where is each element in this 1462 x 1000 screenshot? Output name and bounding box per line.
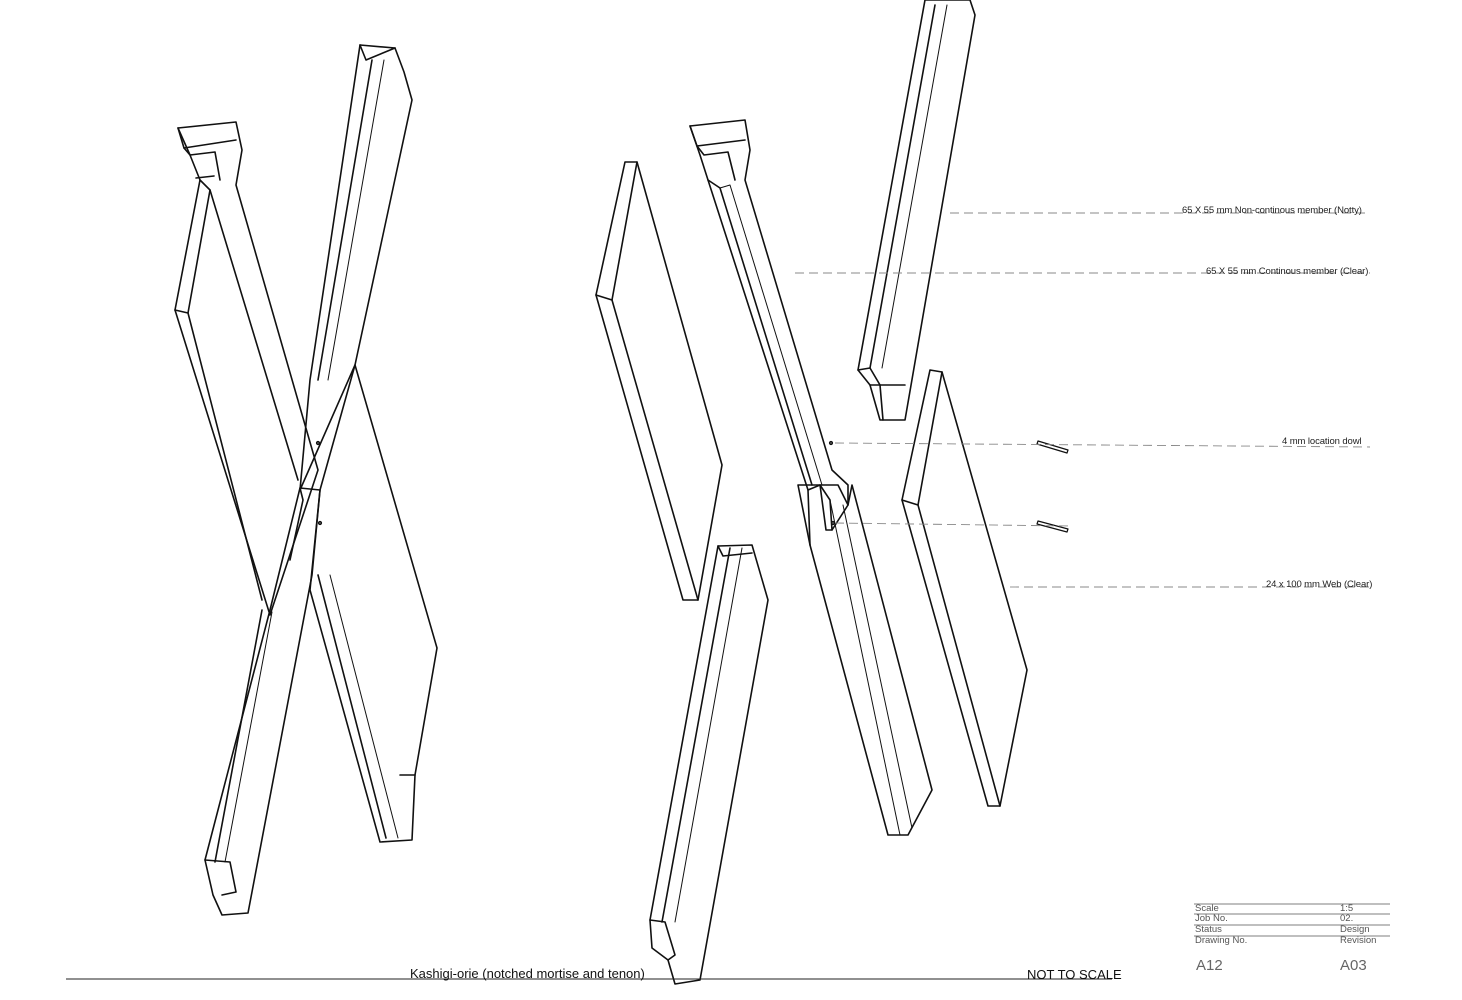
label-continuous-member: 65 X 55 mm Continous member (Clear) [1206,266,1369,277]
label-web: 24 x 100 mm Web (Clear) [1266,579,1373,590]
label-noncontinuous-member: 65 X 55 mm Non-continous member (Notty) [1182,205,1362,216]
assembled-front-member [174,121,319,616]
drawing-title: Kashigi-orie (notched mortise and tenon) [410,966,645,981]
exploded-continuous-lower [797,484,933,836]
exploded-continuous-member [689,119,849,506]
leader-dowel-upper [834,442,1371,448]
exploded-joint [595,0,1069,985]
drawing-number-value: A12 [1196,957,1223,974]
leader-dowel-lower [834,522,1071,527]
revision-value: A03 [1340,957,1367,974]
leader-lines [795,212,1371,588]
exploded-noncontinuous-upper [857,0,976,421]
job-value: 02. [1340,913,1354,924]
drawing-number-label: Drawing No. [1195,935,1248,946]
scale-note: NOT TO SCALE [1027,967,1122,982]
dowel-upper [1036,440,1069,454]
exploded-noncontinuous-lower [649,544,769,985]
assembled-joint [174,44,438,916]
scale-label: Scale [1195,903,1219,914]
status-value: Design [1340,924,1370,935]
exploded-web-upper-left [595,161,723,601]
job-label: Job No. [1195,913,1228,924]
revision-label: Revision [1340,935,1377,946]
assembled-lower-right-member [309,364,438,843]
scale-value: 1:5 [1340,903,1354,914]
title-block-lines [1194,903,1390,937]
dowel-lower [1036,520,1069,533]
exploded-web-lower-right [901,369,1028,807]
status-label: Status [1195,924,1222,935]
assembled-back-member [299,44,413,491]
assembled-front-lower-member [204,487,321,916]
label-dowel: 4 mm location dowl [1282,436,1362,447]
